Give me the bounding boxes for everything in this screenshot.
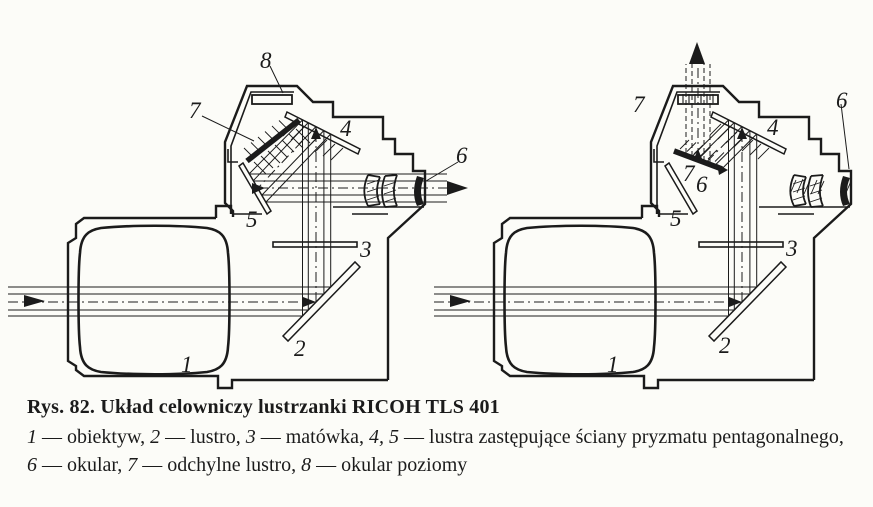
figure-legend: 1 — obiektyw, 2 — lustro, 3 — matówka, 4… [27,426,844,476]
label-7-mirror: 7 [683,161,696,186]
label-6: 6 [456,143,468,168]
label-6-mirror: 6 [696,172,708,197]
label-7: 7 [189,98,202,123]
figure-caption: Rys. 82. Układ celowniczy lustrzanki RIC… [27,396,857,479]
label-6-right: 6 [836,88,848,113]
label-8: 8 [260,48,272,73]
right-diagram: 7 4 6 7 6 5 3 2 1 [432,42,853,390]
label-7-right: 7 [633,92,646,117]
label-1: 1 [181,352,193,377]
label-4: 4 [340,116,352,141]
label-5-right: 5 [670,206,682,231]
label-3: 3 [359,237,372,262]
light-exit-arrow [447,181,468,195]
light-exit-up-arrow [689,42,705,64]
label-2-right: 2 [719,333,731,358]
optical-diagrams: 8 7 4 6 5 3 2 1 [6,42,853,390]
label-2: 2 [294,336,306,361]
left-diagram: 8 7 4 6 5 3 2 1 [6,48,468,390]
label-5: 5 [246,207,258,232]
label-1-right: 1 [607,352,619,377]
label-3-right: 3 [785,236,798,261]
figure-caption-title: Rys. 82. Układ celowniczy lustrzanki RIC… [27,396,500,418]
tilting-mirror-up [245,117,301,164]
label-4-right: 4 [767,115,779,140]
